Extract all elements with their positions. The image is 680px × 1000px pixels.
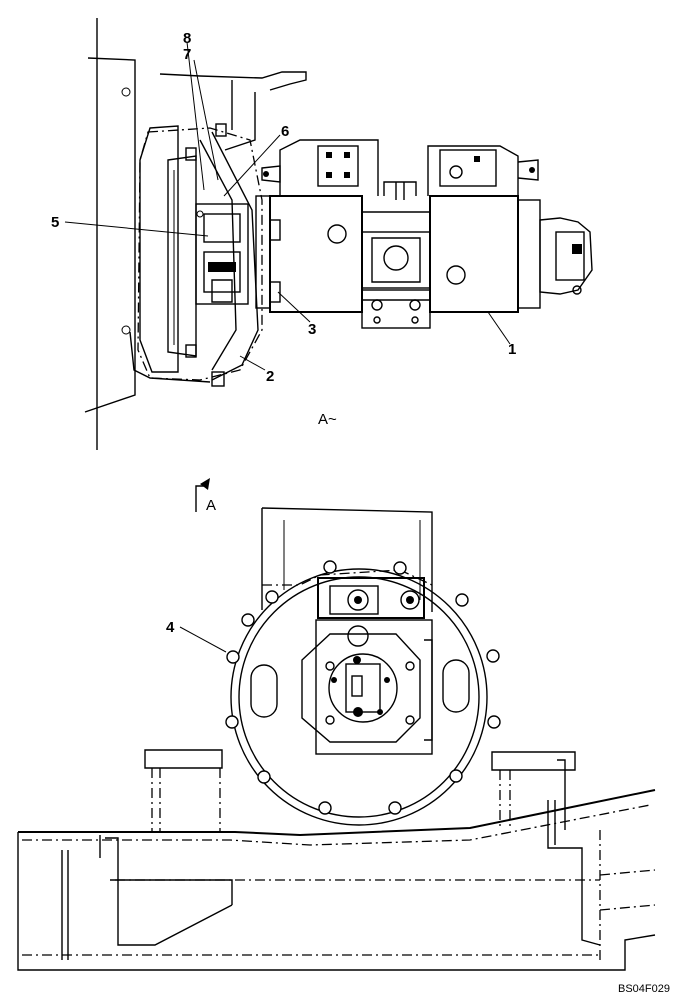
end-view [17, 507, 656, 971]
side-view [64, 18, 593, 450]
callout-8: 8 [183, 30, 191, 47]
view-marker: A [206, 497, 216, 514]
callout-1: 1 [508, 341, 516, 358]
callout-6: 6 [281, 123, 289, 140]
view-arrow-icon [195, 478, 210, 512]
callout-4: 4 [166, 619, 175, 636]
drawing-code: BS04F029 [618, 983, 670, 995]
callout-7: 7 [183, 46, 191, 63]
callout-3: 3 [308, 321, 316, 338]
callout-2: 2 [266, 368, 274, 385]
callout-5: 5 [51, 214, 59, 231]
view-label: A~ [318, 411, 337, 428]
